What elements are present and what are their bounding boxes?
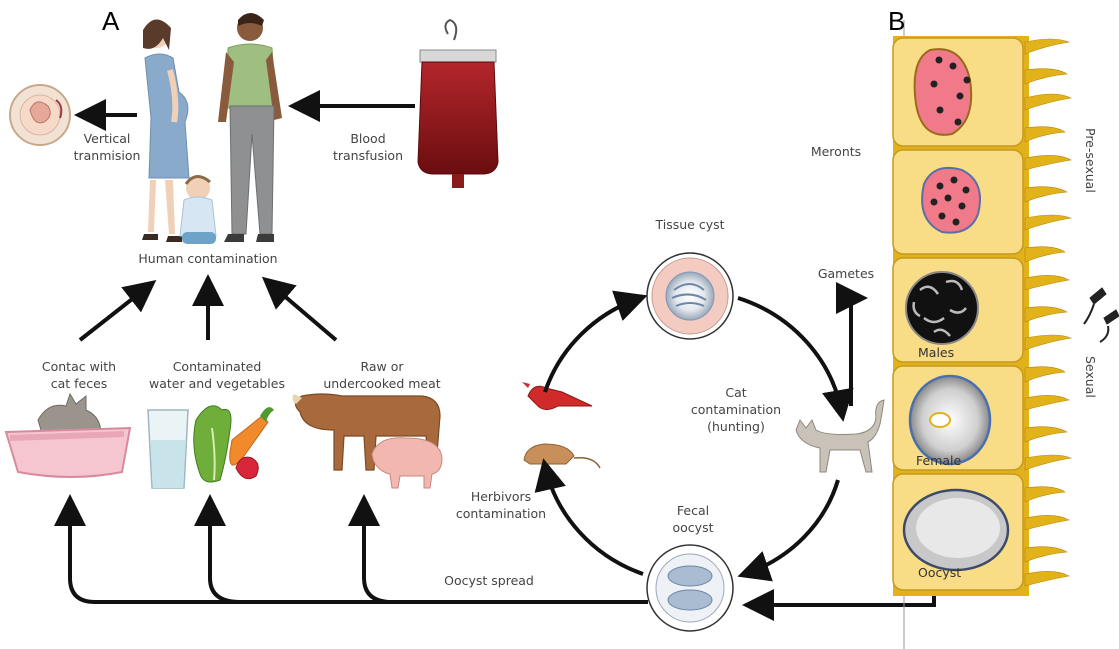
meronts-label: Meronts [796, 143, 876, 160]
panel-a-label: A [102, 6, 119, 37]
oocyst-cell-icon [904, 490, 1008, 570]
males-label: Males [918, 345, 954, 360]
panel-b-label: B [888, 6, 905, 37]
pre-sexual-label: Pre-sexual [1083, 128, 1098, 193]
male-gametes-icon [906, 272, 978, 344]
vertical-transmission-label: Vertical tranmision [62, 130, 152, 164]
female-label: Female [916, 453, 961, 468]
man-icon [218, 13, 282, 242]
water-vegetables-label: Contaminated water and vegetables [140, 358, 294, 392]
herbivors-contamination-label: Herbivors contamination [446, 488, 556, 522]
baby-icon [180, 176, 216, 244]
tissue-cyst-label: Tissue cyst [640, 216, 740, 233]
cat-feces-label: Contac with cat feces [24, 358, 134, 392]
raw-meat-label: Raw or undercooked meat [312, 358, 452, 392]
flagellated-gametes-icon [1084, 288, 1119, 342]
vegetables-icon [194, 406, 274, 482]
meront-stage-2-icon [922, 168, 980, 233]
cat-contamination-label: Cat contamination (hunting) [676, 384, 796, 435]
litter-box-cat-icon [6, 394, 130, 477]
gametes-label: Gametes [806, 265, 886, 282]
blood-bag-icon [418, 20, 498, 188]
blood-transfusion-label: Blood transfusion [318, 130, 418, 164]
oocyst-spread-label: Oocyst spread [424, 572, 554, 589]
human-contamination-label: Human contamination [110, 250, 306, 267]
female-gamete-icon [910, 376, 990, 464]
sexual-label: Sexual [1083, 356, 1098, 398]
embryo-icon [10, 85, 70, 145]
tissue-cyst-icon [647, 253, 733, 339]
meront-stage-1-icon [915, 49, 972, 135]
water-glass-icon [148, 410, 188, 488]
oocyst-label: Oocyst [918, 565, 961, 580]
bird-mouse-icon [522, 382, 600, 468]
fecal-oocyst-icon [647, 545, 733, 631]
cow-pig-icon [292, 394, 442, 488]
fecal-oocyst-label: Fecal oocyst [658, 502, 728, 536]
